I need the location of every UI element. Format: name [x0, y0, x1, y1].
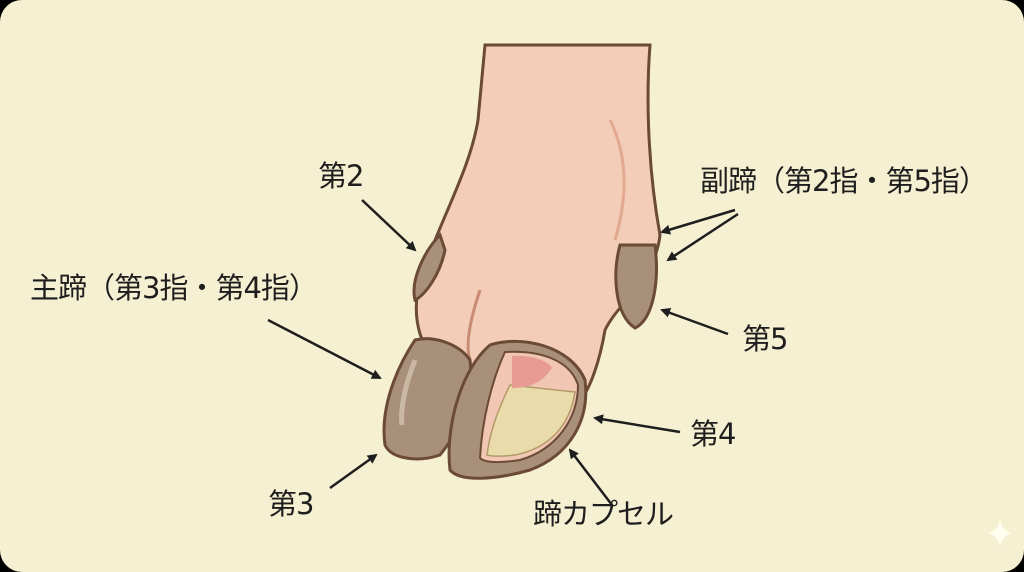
sparkle-icon	[988, 520, 1012, 546]
label-digit-2: 第2	[318, 159, 364, 193]
label-hoof-capsule: 蹄カプセル	[533, 497, 674, 531]
leg	[414, 43, 662, 402]
dewclaw-2	[412, 232, 447, 303]
dewclaw-5	[614, 243, 658, 330]
label-main-hooves: 主蹄（第3指・第4指）	[30, 271, 318, 305]
label-dewclaws: 副蹄（第2指・第5指）	[700, 164, 988, 198]
label-digit-5: 第5	[742, 322, 788, 356]
label-digit-3: 第3	[268, 487, 314, 521]
leader-arrows	[267, 199, 739, 506]
hoof-digit-3	[382, 337, 473, 461]
label-digit-4: 第4	[690, 417, 736, 451]
bone	[486, 384, 576, 457]
tendon	[512, 355, 552, 388]
